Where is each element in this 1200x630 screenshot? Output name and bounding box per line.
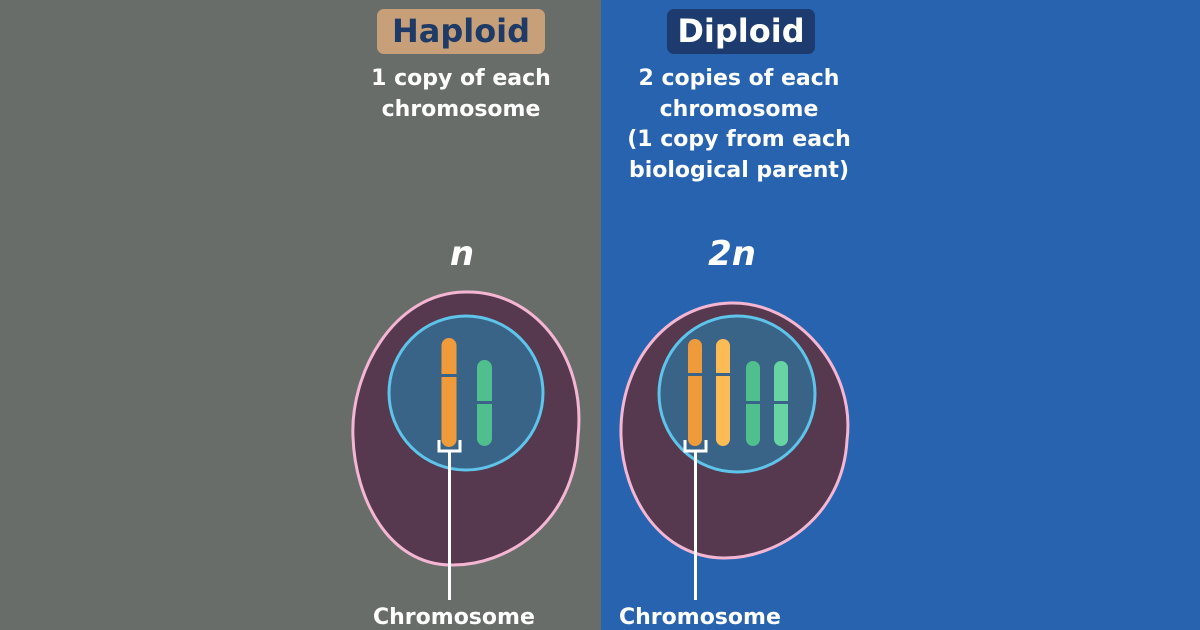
diploid-panel: Diploid 2 copies of each chromosome (1 c… xyxy=(601,0,1200,630)
haploid-cell-diagram xyxy=(351,290,581,600)
haploid-ploidy-label: n xyxy=(449,234,475,274)
diploid-nucleus xyxy=(657,314,817,474)
haploid-chromosome-green-centromere xyxy=(475,401,494,404)
diploid-chromosome-light-green-centromere xyxy=(772,401,790,404)
haploid-chromosome-orange-centromere xyxy=(440,374,458,377)
diploid-description: 2 copies of each chromosome (1 copy from… xyxy=(627,66,851,183)
haploid-chromosome-bracket xyxy=(437,440,462,600)
diploid-chromosome-label: Chromosome xyxy=(619,605,781,630)
haploid-badge: Haploid xyxy=(377,9,545,54)
diploid-chromosome-bracket xyxy=(683,440,708,600)
haploid-nucleus xyxy=(387,314,545,472)
haploid-description: 1 copy of each chromosome xyxy=(371,66,551,122)
diploid-chromosome-light-orange xyxy=(716,339,730,446)
haploid-chromosome-label: Chromosome xyxy=(373,605,535,630)
diploid-cell-diagram xyxy=(619,301,850,600)
haploid-chromosome-orange xyxy=(441,338,457,447)
haploid-panel: Haploid 1 copy of each chromosome n Chro… xyxy=(0,0,601,630)
diploid-chromosome-light-orange-centromere xyxy=(714,373,732,376)
diploid-chromosome-green-centromere xyxy=(744,401,762,404)
diploid-ploidy-label: 2n xyxy=(708,234,756,274)
diploid-chromosome-orange xyxy=(688,339,702,446)
diploid-chromosome-orange-centromere xyxy=(686,373,704,376)
diploid-badge: Diploid xyxy=(667,9,815,54)
